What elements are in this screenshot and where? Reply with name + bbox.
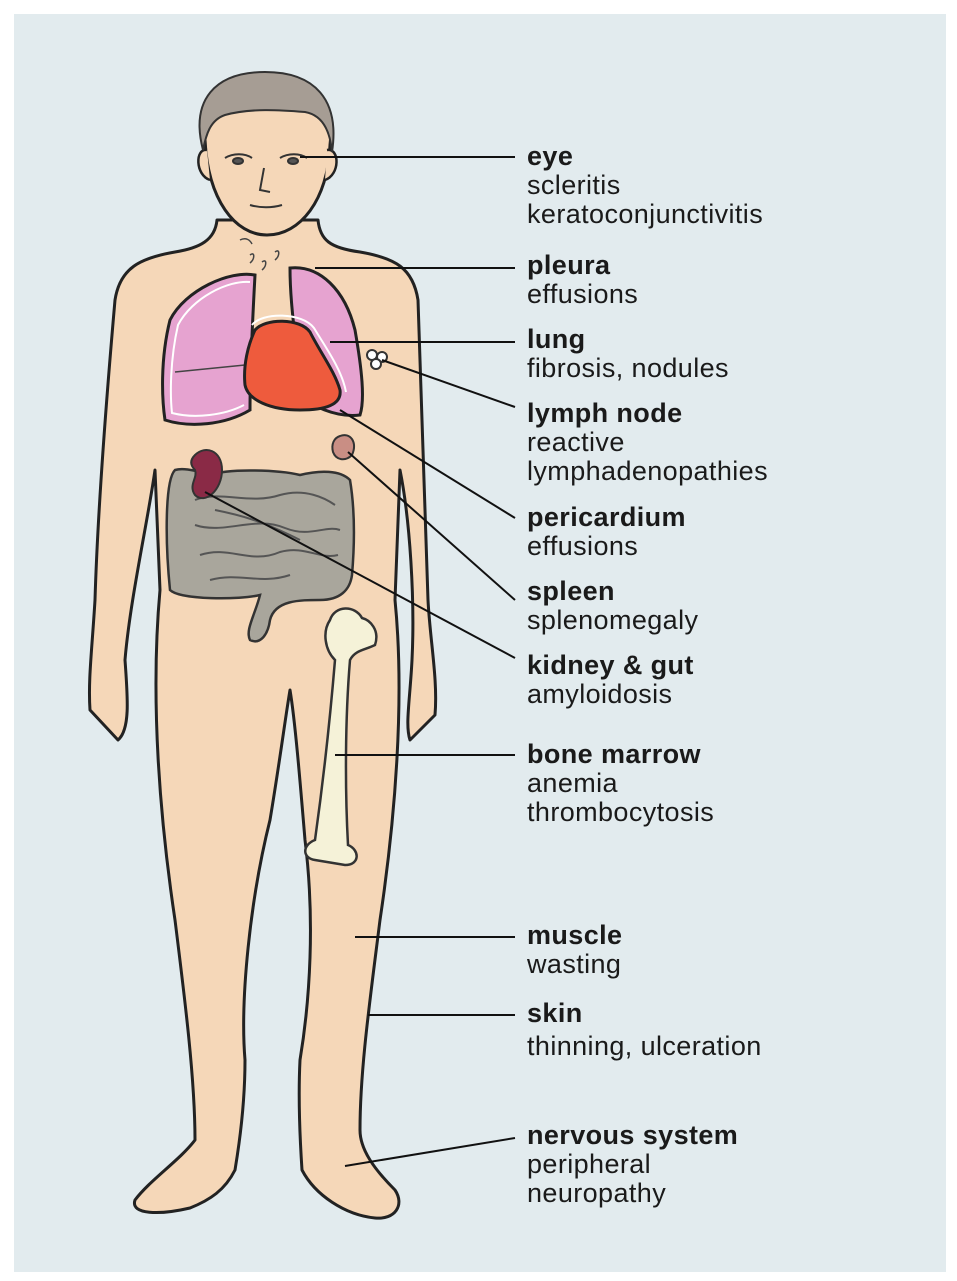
label-pleura: pleura effusions xyxy=(527,251,638,309)
right-ear xyxy=(325,150,337,180)
label-detail: wasting xyxy=(527,950,622,979)
label-name: bone marrow xyxy=(527,740,714,769)
label-detail: anemia thrombocytosis xyxy=(527,769,714,827)
label-name: lymph node xyxy=(527,399,768,428)
label-name: lung xyxy=(527,325,729,354)
label-kidney-gut: kidney & gut amyloidosis xyxy=(527,651,694,709)
label-pericardium: pericardium effusions xyxy=(527,503,686,561)
label-nervous-system: nervous system peripheral neuropathy xyxy=(527,1121,738,1208)
label-name: eye xyxy=(527,142,763,171)
label-detail: reactive lymphadenopathies xyxy=(527,428,768,486)
label-detail: splenomegaly xyxy=(527,606,698,635)
label-name: kidney & gut xyxy=(527,651,694,680)
label-eye: eye scleritis keratoconjunctivitis xyxy=(527,142,763,229)
label-bone-marrow: bone marrow anemia thrombocytosis xyxy=(527,740,714,827)
label-detail: scleritis keratoconjunctivitis xyxy=(527,171,763,229)
label-spleen: spleen splenomegaly xyxy=(527,577,698,635)
label-skin: skin thinning, ulceration xyxy=(527,999,762,1061)
label-name: muscle xyxy=(527,921,622,950)
label-detail: effusions xyxy=(527,280,638,309)
label-name: spleen xyxy=(527,577,698,606)
label-name: skin xyxy=(527,999,762,1028)
label-detail: thinning, ulceration xyxy=(527,1032,762,1061)
label-detail: peripheral neuropathy xyxy=(527,1150,738,1208)
label-lymph-node: lymph node reactive lymphadenopathies xyxy=(527,399,768,486)
label-detail: fibrosis, nodules xyxy=(527,354,729,383)
label-name: nervous system xyxy=(527,1121,738,1150)
label-muscle: muscle wasting xyxy=(527,921,622,979)
label-name: pleura xyxy=(527,251,638,280)
label-name: pericardium xyxy=(527,503,686,532)
label-lung: lung fibrosis, nodules xyxy=(527,325,729,383)
label-detail: effusions xyxy=(527,532,686,561)
label-detail: amyloidosis xyxy=(527,680,694,709)
